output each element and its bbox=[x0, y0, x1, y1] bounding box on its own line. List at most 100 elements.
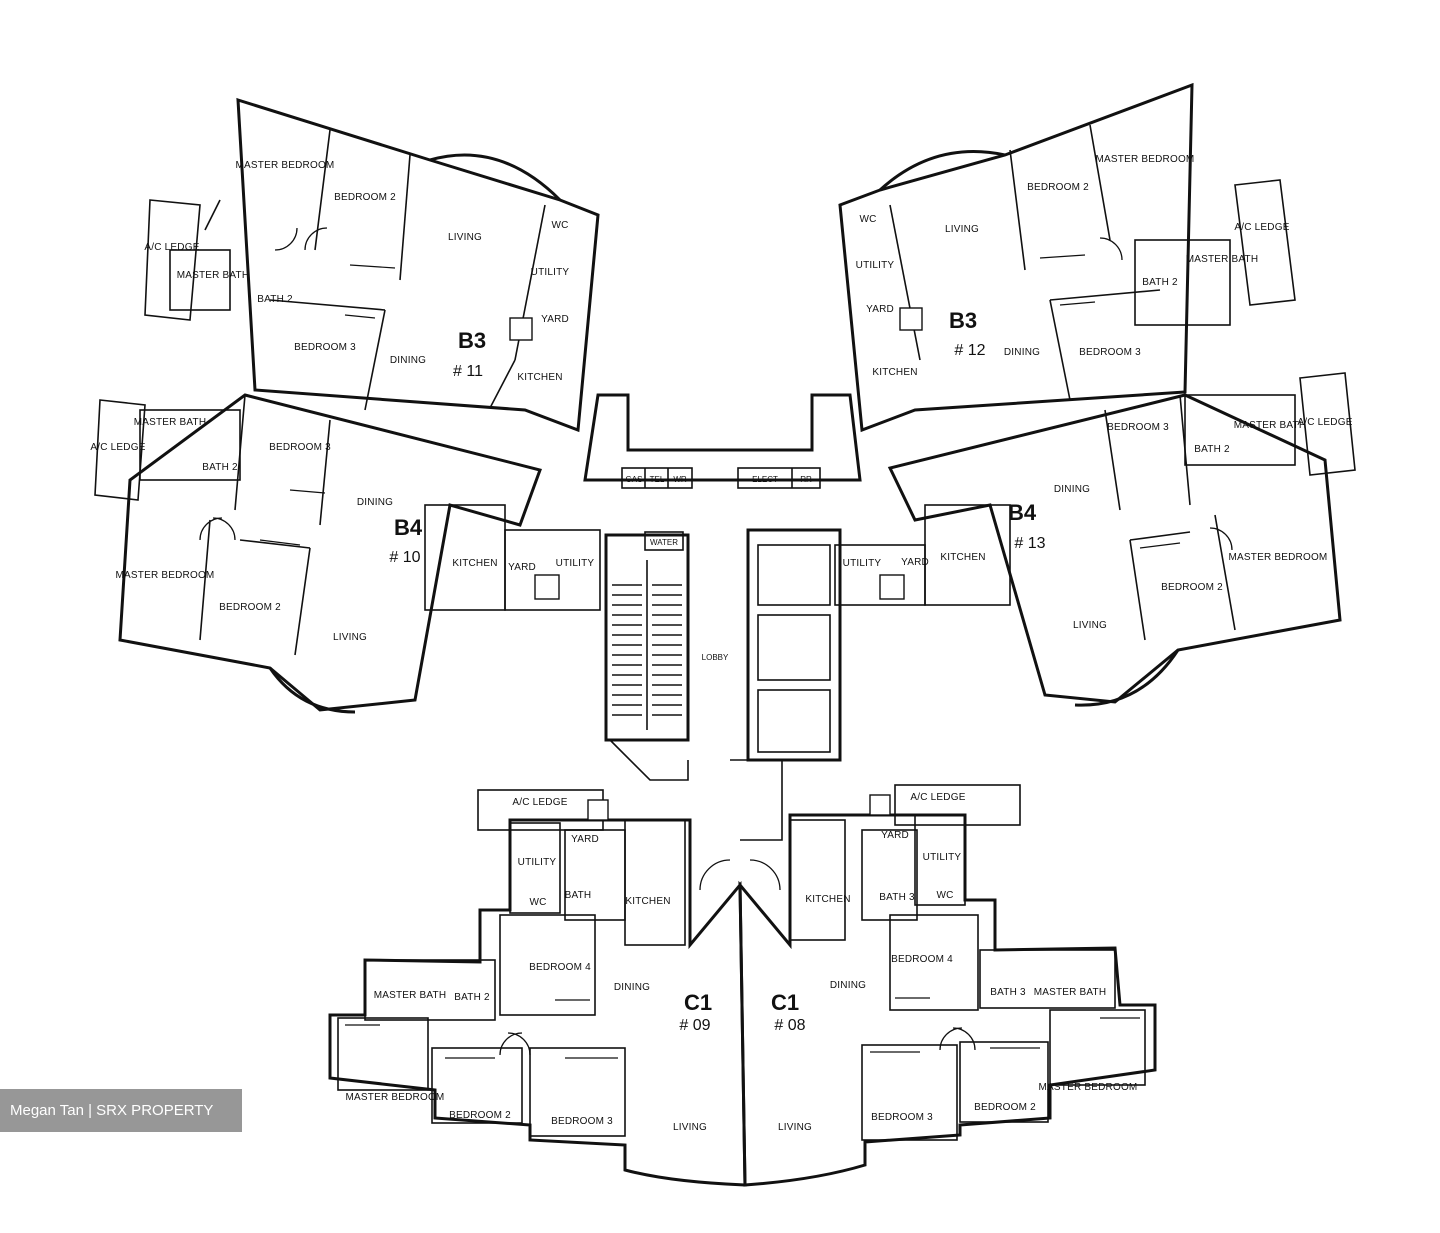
room-label: LIVING bbox=[448, 232, 482, 243]
room-label: YARD bbox=[571, 834, 599, 845]
room-label: WC bbox=[551, 220, 568, 231]
room-label: KITCHEN bbox=[517, 372, 562, 383]
central-core bbox=[583, 393, 862, 841]
room-label: MASTER BATH bbox=[177, 270, 250, 281]
room-label: KITCHEN bbox=[625, 896, 670, 907]
room-label: BATH bbox=[565, 890, 592, 901]
unit-number: # 10 bbox=[389, 549, 420, 566]
lobby-label: LOBBY bbox=[702, 653, 729, 662]
unit-b4-10 bbox=[94, 393, 601, 714]
room-label: BEDROOM 3 bbox=[1107, 422, 1169, 433]
room-label: UTILITY bbox=[923, 852, 962, 863]
room-label: A/C LEDGE bbox=[512, 797, 567, 808]
unit-number: # 13 bbox=[1014, 535, 1045, 552]
unit-number: # 08 bbox=[774, 1017, 805, 1034]
room-label: BEDROOM 4 bbox=[529, 962, 591, 973]
room-label: BEDROOM 3 bbox=[294, 342, 356, 353]
room-label: BATH 2 bbox=[1142, 277, 1178, 288]
service-tel-label: TEL bbox=[650, 475, 665, 484]
room-label: BATH 2 bbox=[257, 294, 293, 305]
room-label: MASTER BEDROOM bbox=[1229, 552, 1328, 563]
room-label: BEDROOM 4 bbox=[891, 954, 953, 965]
room-label: KITCHEN bbox=[940, 552, 985, 563]
room-label: WC bbox=[859, 214, 876, 225]
room-label: UTILITY bbox=[556, 558, 595, 569]
room-label: BATH 3 bbox=[990, 987, 1026, 998]
room-label: BEDROOM 3 bbox=[269, 442, 331, 453]
room-label: LIVING bbox=[333, 632, 367, 643]
room-label: YARD bbox=[901, 557, 929, 568]
room-label: BEDROOM 2 bbox=[974, 1102, 1036, 1113]
room-label: MASTER BATH bbox=[1234, 420, 1307, 431]
room-label: MASTER BEDROOM bbox=[116, 570, 215, 581]
room-label: DINING bbox=[830, 980, 866, 991]
unit-b4-13 bbox=[834, 372, 1356, 707]
room-label: MASTER BEDROOM bbox=[346, 1092, 445, 1103]
room-label: BEDROOM 2 bbox=[449, 1110, 511, 1121]
service-rr-label: RR bbox=[800, 475, 812, 484]
watermark-agent-label: Megan Tan | SRX PROPERTY bbox=[0, 1089, 242, 1132]
room-label: YARD bbox=[881, 830, 909, 841]
room-label: A/C LEDGE bbox=[1297, 417, 1352, 428]
room-label: YARD bbox=[541, 314, 569, 325]
room-label: LIVING bbox=[673, 1122, 707, 1133]
room-label: KITCHEN bbox=[452, 558, 497, 569]
room-label: BEDROOM 2 bbox=[1027, 182, 1089, 193]
room-label: YARD bbox=[866, 304, 894, 315]
room-label: LIVING bbox=[945, 224, 979, 235]
service-gas-label: GAS bbox=[626, 475, 643, 484]
service-water-label: WATER bbox=[650, 538, 678, 547]
unit-number: # 09 bbox=[679, 1017, 710, 1034]
room-label: MASTER BATH bbox=[374, 990, 447, 1001]
room-label: UTILITY bbox=[531, 267, 570, 278]
room-label: WC bbox=[936, 890, 953, 901]
unit-type: B4 bbox=[394, 515, 423, 540]
room-label: DINING bbox=[1054, 484, 1090, 495]
unit-b3-11 bbox=[144, 97, 600, 433]
unit-type: B3 bbox=[458, 328, 486, 353]
room-label: WC bbox=[529, 897, 546, 908]
room-label: MASTER BEDROOM bbox=[1096, 154, 1195, 165]
room-label: BATH 3 bbox=[879, 892, 915, 903]
unit-number: # 12 bbox=[954, 342, 985, 359]
unit-b3-12 bbox=[838, 82, 1296, 433]
room-label: LIVING bbox=[1073, 620, 1107, 631]
unit-c1-08 bbox=[738, 784, 1157, 1187]
room-label: LIVING bbox=[778, 1122, 812, 1133]
service-elect-label: ELECT bbox=[752, 475, 778, 484]
room-label: KITCHEN bbox=[805, 894, 850, 905]
room-label: BATH 2 bbox=[202, 462, 238, 473]
unit-type: B3 bbox=[949, 308, 977, 333]
room-label: MASTER BEDROOM bbox=[236, 160, 335, 171]
room-label: BEDROOM 3 bbox=[871, 1112, 933, 1123]
unit-type: B4 bbox=[1008, 500, 1037, 525]
room-label: UTILITY bbox=[843, 558, 882, 569]
room-label: BATH 2 bbox=[1194, 444, 1230, 455]
unit-type: C1 bbox=[684, 990, 712, 1015]
room-label: BATH 2 bbox=[454, 992, 490, 1003]
room-label: A/C LEDGE bbox=[90, 442, 145, 453]
room-label: UTILITY bbox=[856, 260, 895, 271]
room-label: MASTER BATH bbox=[134, 417, 207, 428]
room-label: BEDROOM 3 bbox=[551, 1116, 613, 1127]
room-label: DINING bbox=[390, 355, 426, 366]
unit-number: # 11 bbox=[453, 363, 483, 380]
room-label: A/C LEDGE bbox=[1234, 222, 1289, 233]
room-label: DINING bbox=[357, 497, 393, 508]
room-label: UTILITY bbox=[518, 857, 557, 868]
room-label: A/C LEDGE bbox=[144, 242, 199, 253]
room-label: DINING bbox=[614, 982, 650, 993]
room-label: BEDROOM 3 bbox=[1079, 347, 1141, 358]
room-label: BEDROOM 2 bbox=[1161, 582, 1223, 593]
room-label: MASTER BATH bbox=[1186, 254, 1259, 265]
room-label: KITCHEN bbox=[872, 367, 917, 378]
room-label: A/C LEDGE bbox=[910, 792, 965, 803]
service-wr-label: WR bbox=[673, 475, 687, 484]
room-label: MASTER BATH bbox=[1034, 987, 1107, 998]
room-label: BEDROOM 2 bbox=[219, 602, 281, 613]
room-label: YARD bbox=[508, 562, 536, 573]
unit-c1-09 bbox=[328, 789, 747, 1187]
room-label: DINING bbox=[1004, 347, 1040, 358]
room-label: MASTER BEDROOM bbox=[1039, 1082, 1138, 1093]
